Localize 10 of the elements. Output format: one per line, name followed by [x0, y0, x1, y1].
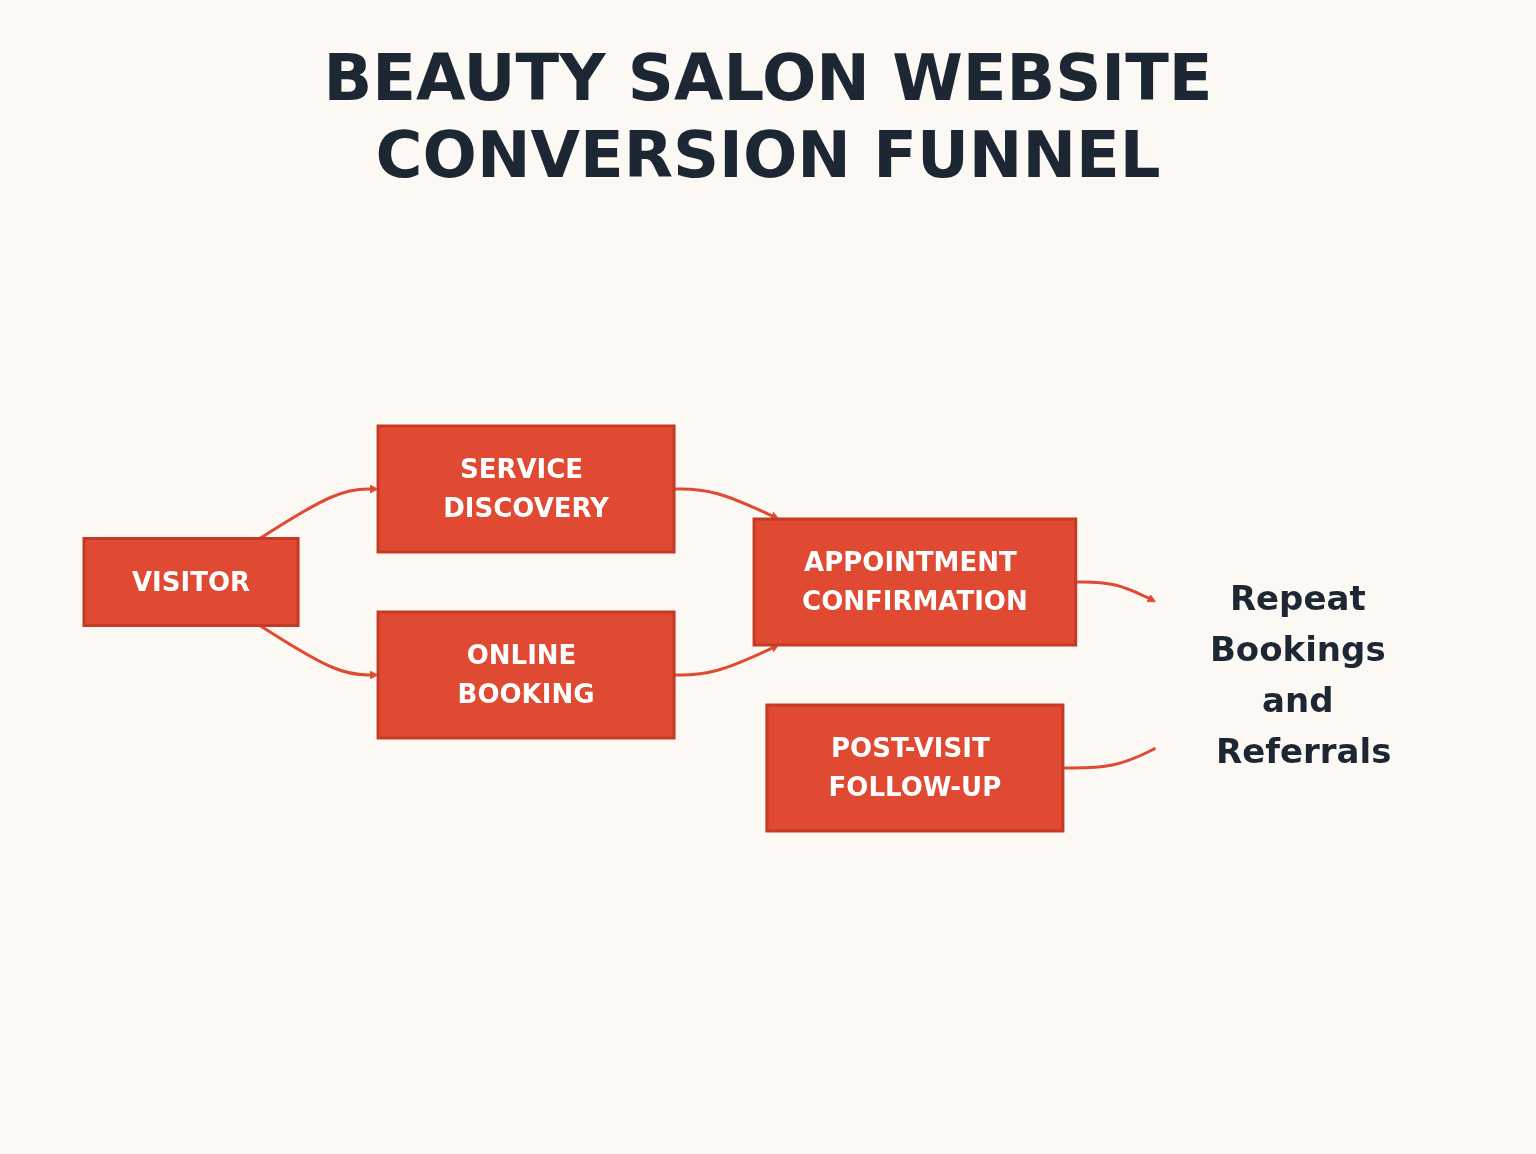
node-box: APPOINTMENT CONFIRMATION: [752, 517, 1078, 647]
connector: [1063, 746, 1157, 770]
title: BEAUTY SALON WEBSITE CONVERSION FUNNEL: [322, 40, 1214, 194]
arrow: [674, 487, 780, 520]
arrow: [1075, 580, 1157, 603]
node-box: SERVICE DISCOVERY: [376, 424, 676, 554]
node-text: Repeat Bookings and Referrals: [1210, 578, 1392, 772]
node-box: VISITOR: [82, 537, 300, 628]
node-box: ONLINE BOOKING: [376, 610, 676, 740]
node-box: POST-VISIT FOLLOW-UP: [765, 703, 1065, 833]
